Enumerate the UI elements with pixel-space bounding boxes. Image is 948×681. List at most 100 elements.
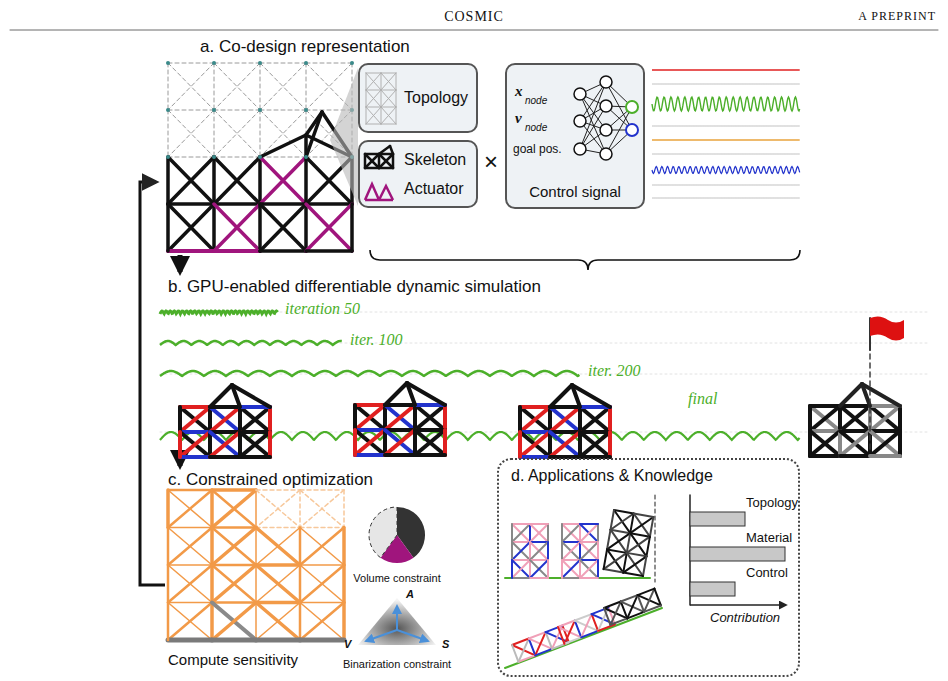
lattice-beam: [214, 63, 260, 110]
lattice-beam: [214, 204, 260, 251]
node-text: goal pos.: [513, 143, 562, 157]
lattice-beam: [299, 565, 302, 603]
lattice-beam: [168, 63, 214, 110]
lattice-beam: [240, 432, 270, 457]
lattice-beam: [381, 107, 396, 108]
panel-heading: c. Constrained optimization: [168, 470, 373, 490]
lattice-beam: [407, 383, 445, 405]
lattice-beam: [260, 110, 261, 157]
lattice-beam: [306, 204, 352, 251]
slope-line: [505, 608, 662, 668]
node-text: Topology: [404, 89, 468, 107]
lattice-beam: [256, 563, 300, 567]
lattice-beam: [168, 528, 212, 566]
mini-robot: [604, 510, 654, 576]
codesign-lattice: [166, 61, 354, 251]
goal-flag: [870, 316, 904, 340]
node-text: Actuator: [404, 180, 464, 198]
lattice-beam: [366, 90, 381, 91]
lattice-beam: [255, 528, 257, 566]
lattice-node: [166, 61, 170, 65]
lattice-beam: [530, 541, 548, 543]
lattice-beam: [168, 565, 212, 603]
vertex-label: V: [344, 638, 351, 651]
lattice-beam: [608, 432, 612, 457]
lattice-beam: [607, 530, 630, 553]
lattice-beam: [300, 564, 344, 566]
lattice-beam: [604, 602, 621, 608]
lattice-beam: [512, 524, 530, 542]
lattice-beam: [810, 431, 840, 456]
lattice-beam: [512, 639, 535, 662]
lattice-beam: [178, 432, 182, 457]
lattice-beam: [300, 603, 344, 641]
lattice-beam: [604, 549, 627, 572]
lattice-beam: [638, 589, 655, 595]
lattice-beam: [529, 632, 552, 655]
signal-trace: [652, 167, 800, 174]
lattice-beam: [407, 383, 415, 405]
lattice-beam: [621, 595, 644, 618]
lattice-beam: [299, 603, 302, 641]
lattice-beam: [390, 146, 393, 154]
lattice-beam: [396, 73, 397, 90]
lattice-beam: [300, 528, 344, 566]
lattice-beam: [212, 603, 256, 641]
lattice-beam: [256, 489, 300, 491]
lattice-beam: [166, 490, 170, 528]
lattice-beam: [546, 626, 569, 649]
lattice-beam: [306, 112, 322, 157]
lattice-beam: [365, 154, 379, 168]
lattice-beam: [512, 560, 530, 578]
lattice-beam: [180, 407, 210, 432]
lattice-beam: [379, 167, 393, 170]
lattice-beam: [167, 565, 170, 603]
lattice-beam: [810, 431, 840, 456]
lattice-beam: [580, 407, 610, 432]
lattice-beam: [550, 405, 580, 409]
lattice-beam: [870, 431, 900, 456]
lattice-beam: [580, 524, 598, 542]
running-head: COSMIC: [444, 9, 504, 25]
lattice-beam: [840, 431, 870, 456]
lattice-beam: [385, 430, 415, 455]
lattice-beam: [300, 489, 344, 491]
lattice-beam: [512, 542, 530, 560]
lattice-beam: [810, 454, 840, 458]
lattice-beam: [597, 524, 599, 542]
lattice-beam: [572, 385, 580, 407]
lattice-beam: [168, 63, 169, 110]
lattice-beam: [260, 204, 306, 251]
signal-trace: [652, 154, 800, 155]
lattice-beam: [608, 407, 612, 432]
lattice-beam: [810, 404, 840, 408]
pie-slice: [369, 507, 397, 558]
soft-robot: [810, 384, 900, 456]
lattice-beam: [562, 560, 580, 578]
node-text: node: [525, 122, 547, 134]
lattice-beam: [366, 90, 367, 107]
lattice-beam: [300, 528, 344, 566]
lattice-beam: [212, 564, 256, 567]
lattice-beam: [343, 490, 345, 528]
lattice-beam: [385, 403, 415, 407]
chart-axis: [690, 604, 786, 606]
lattice-beam: [597, 542, 599, 560]
lattice-beam: [580, 432, 610, 457]
lattice-beam: [256, 528, 300, 566]
lattice-beam: [212, 526, 256, 529]
lattice-beam: [168, 564, 212, 566]
lattice-beam: [210, 490, 214, 528]
lattice-beam: [840, 404, 870, 408]
contribution-bar: [690, 547, 785, 561]
lattice-beam: [630, 513, 653, 536]
lattice-beam: [840, 406, 870, 431]
lattice-beam: [561, 542, 563, 560]
simulation-scene: [160, 311, 930, 457]
lattice-beam: [562, 542, 580, 560]
lattice-beam: [366, 73, 381, 90]
lattice-beam: [580, 560, 598, 578]
lattice-beam: [166, 204, 170, 251]
lattice-beam: [611, 510, 614, 530]
